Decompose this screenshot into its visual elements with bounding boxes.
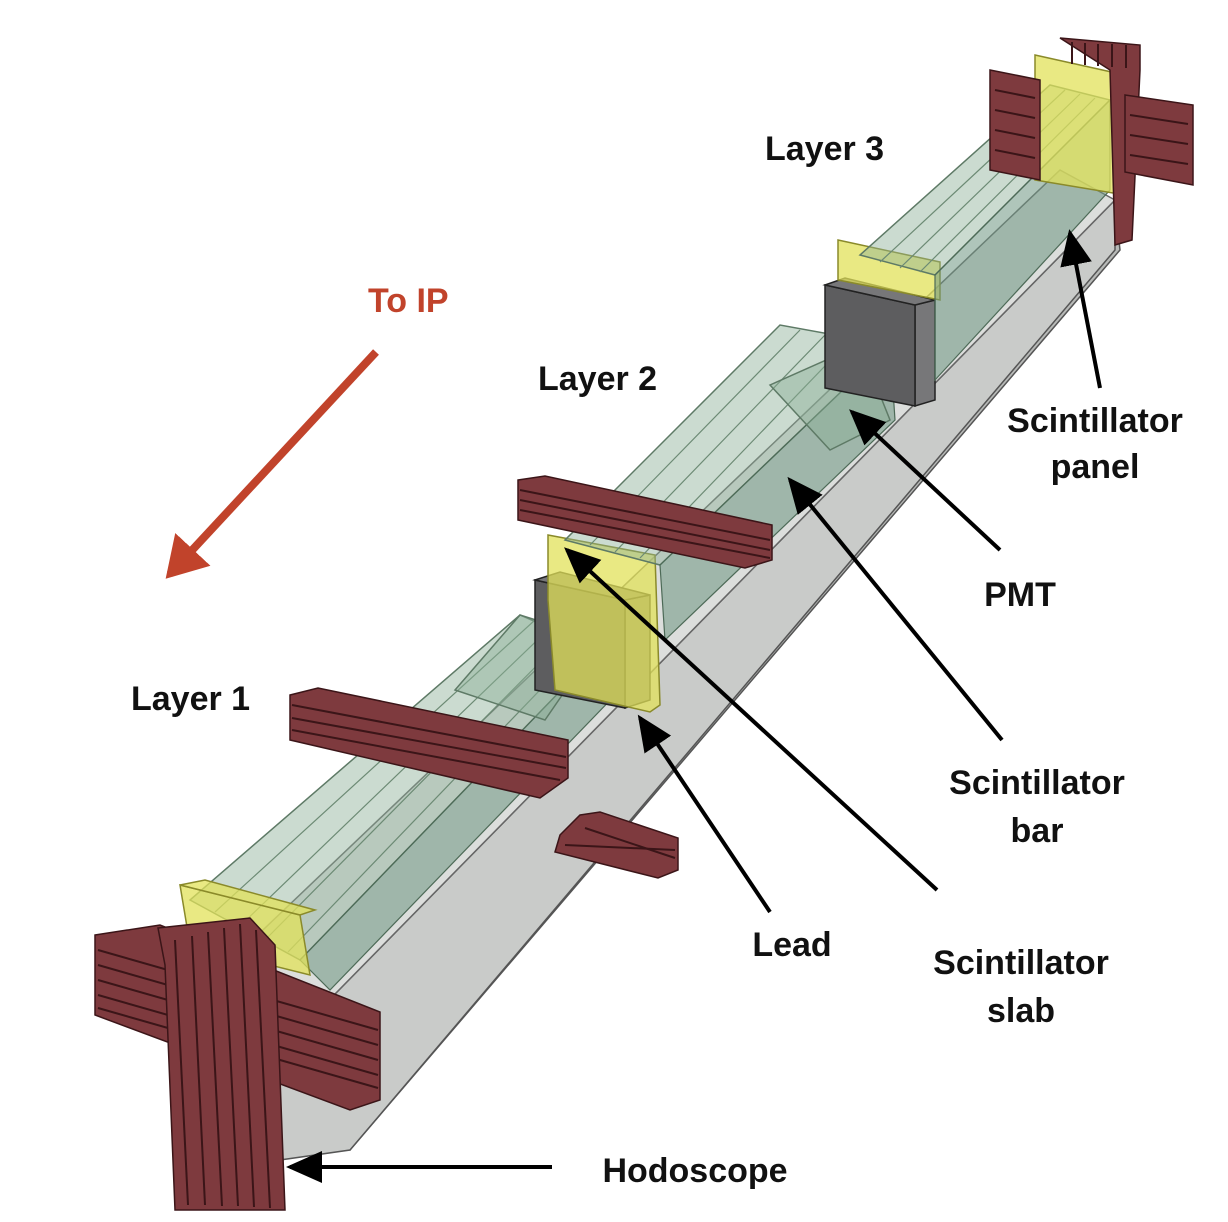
hodoscope-front-vertical (157, 917, 286, 1211)
hodoscope-layer1 (289, 687, 569, 799)
pointer-arrows (286, 229, 1102, 1183)
to-ip-arrow (165, 349, 379, 579)
label-scintillator-panel-line1: Scintillator (1007, 402, 1183, 440)
label-hodoscope: Hodoscope (602, 1152, 787, 1190)
label-scintillator-bar-line1: Scintillator (949, 764, 1125, 802)
label-scintillator-bar-line2: bar (1011, 812, 1064, 850)
pointer-scintillator-bar (787, 476, 1004, 742)
layer3-lead (822, 277, 936, 408)
label-layer-2: Layer 2 (538, 360, 657, 398)
pointer-lead (637, 714, 772, 914)
label-scintillator-slab-line2: slab (987, 992, 1055, 1030)
label-pmt: PMT (984, 576, 1056, 614)
hodoscope-top-right-vertical (1059, 37, 1141, 246)
label-layer-1: Layer 1 (131, 680, 250, 718)
pointer-scintillator-slab (564, 547, 939, 892)
label-to-ip: To IP (368, 282, 449, 320)
hodoscope-top-right-horizontal (989, 69, 1194, 186)
label-lead: Lead (752, 926, 831, 964)
to-ip-arrow-line (165, 349, 379, 579)
pointer-scintillator-panel (1060, 229, 1102, 389)
hodoscope-layer2 (517, 475, 773, 569)
label-scintillator-panel-line2: panel (1051, 448, 1140, 486)
label-scintillator-slab-line1: Scintillator (933, 944, 1109, 982)
hodoscope-middle-lower (554, 811, 679, 879)
layer2-scintillator-slab (547, 534, 661, 713)
label-layer-3: Layer 3 (765, 130, 884, 168)
pointer-pmt (849, 409, 1002, 552)
